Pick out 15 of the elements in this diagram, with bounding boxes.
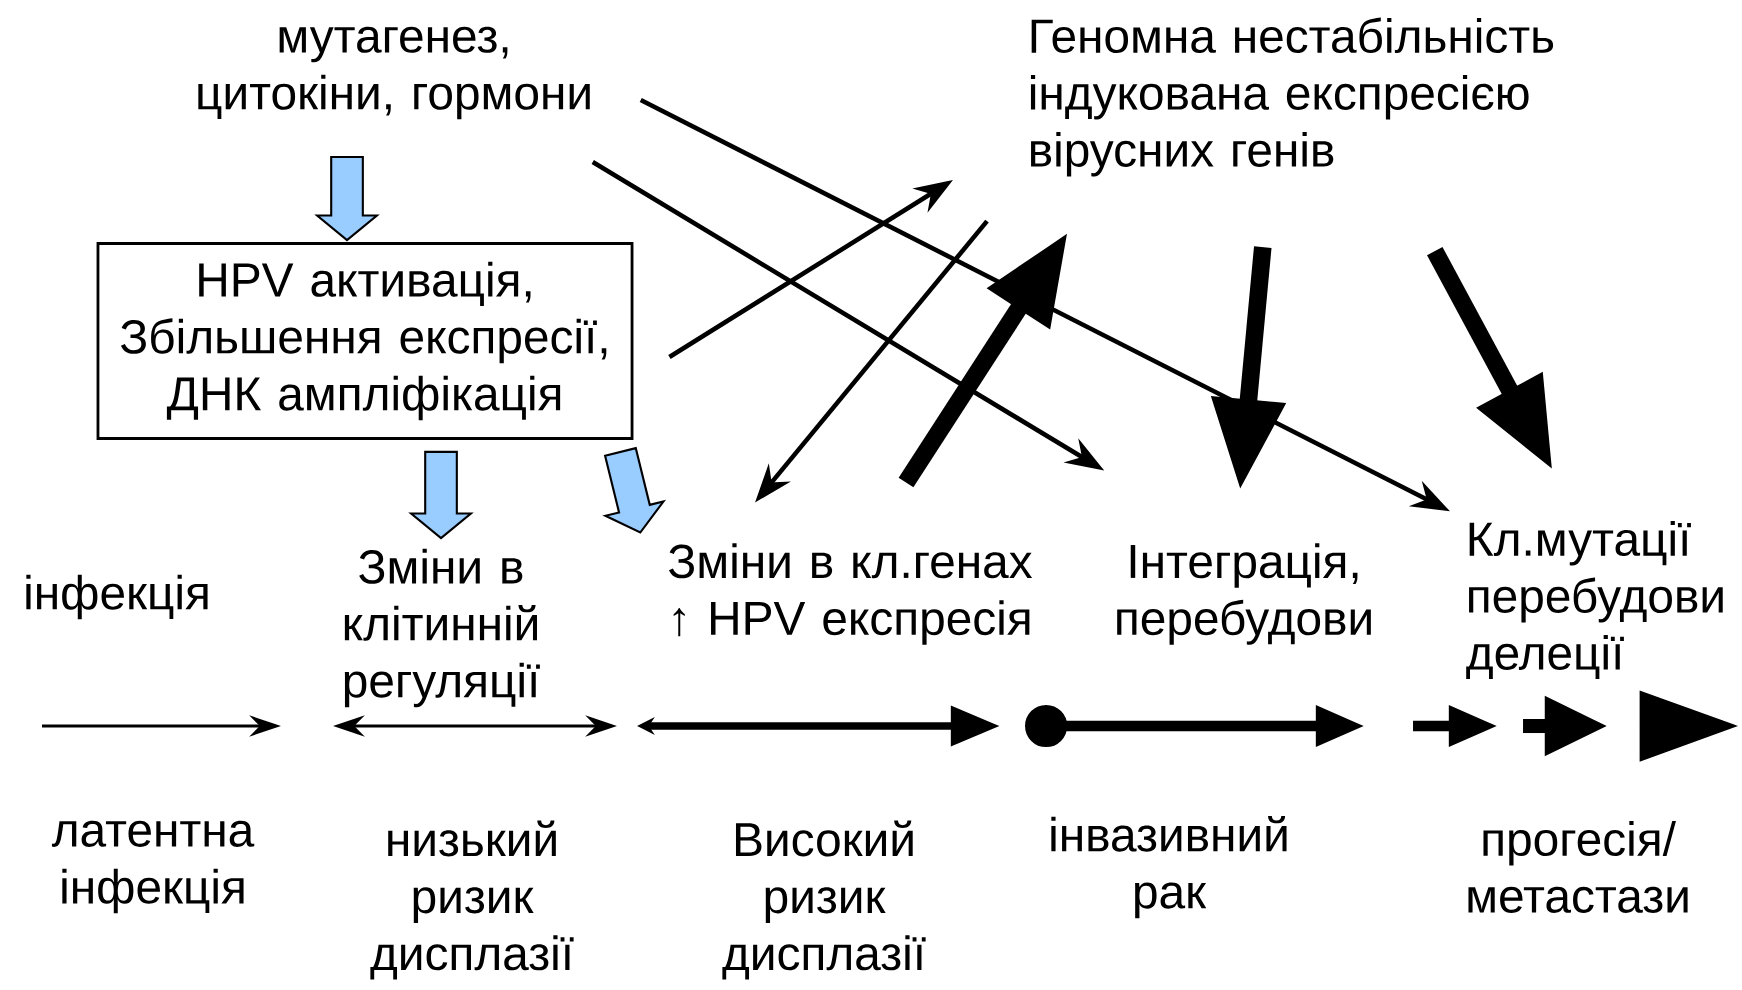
block-arrow	[408, 450, 474, 540]
text-label: Інтеграція, перебудови	[1117, 543, 1371, 645]
stage-label: Високий ризик дисплазії	[722, 820, 926, 980]
stage-label: прогесія/ метастази	[1468, 821, 1688, 913]
block-arrow	[314, 155, 380, 242]
text-label: Кл.мутації перебудови делеції	[1466, 521, 1723, 680]
text-label: Зміни в кл.генах ↑ HPV експресія	[669, 543, 1033, 645]
stage-label: низький ризик дисплазії	[370, 820, 574, 980]
stage-label: інвазивний рак	[1051, 815, 1287, 919]
text-label: Геномна нестабільність індукована експресією вірусних генів	[1030, 17, 1554, 177]
process-box: HPV активація, Збільшення експресії, ДНК амплiфiкація	[96, 242, 634, 440]
text-label: Зміни в клітинній регуляції	[344, 548, 540, 708]
text-label: мутагенез, цитокіни, гормони	[198, 26, 590, 120]
stage-label: латентна інфекція	[51, 820, 255, 914]
stage-label: інфекція	[26, 574, 208, 620]
